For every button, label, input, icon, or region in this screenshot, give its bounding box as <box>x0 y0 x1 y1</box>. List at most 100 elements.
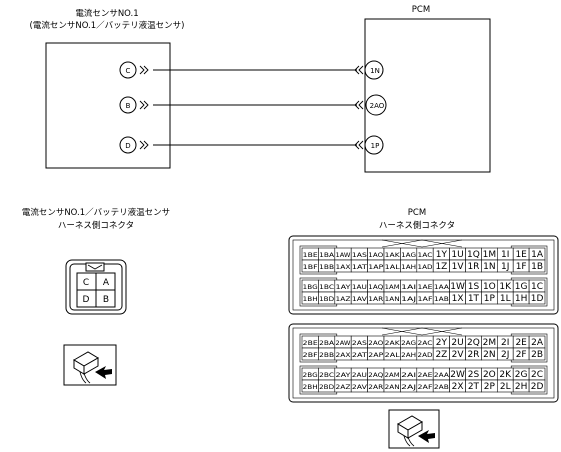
pcm-pin-label: 1AO <box>368 251 383 259</box>
pcm-pin-label: 2Z <box>435 350 447 360</box>
pcm-pin-label: 1BB <box>319 263 334 271</box>
pcm-pin-label: 2AW <box>336 339 352 347</box>
pcm-pin-label: 1AT <box>352 263 367 271</box>
pcm-pin-label: 2AJ <box>401 383 416 391</box>
pcm-pin-label: 2AP <box>368 351 383 359</box>
pcm-pin-label: 1AS <box>352 251 367 259</box>
pcm-pin-label: 1AQ <box>368 283 383 291</box>
pcm-pin-label: 1C <box>531 282 543 292</box>
pcm-pin-label: 2AA <box>434 371 450 379</box>
pcm-pin-label: 2AX <box>336 351 352 359</box>
pcm-pin-label: 1AL <box>385 263 400 271</box>
sensor-pin-c <box>119 61 137 79</box>
pcm-pin-label: 1AN <box>385 295 400 303</box>
harness-side-symbol-icon-2 <box>388 409 440 449</box>
pcm-pin-label: 2V <box>452 350 465 360</box>
pcm-pin-label: 1AK <box>385 251 401 259</box>
pcm-pin-label: 1D <box>531 294 544 304</box>
pcm-pin-label: 1BF <box>303 263 318 271</box>
sensor-subtitle: (電流センサNO.1／バッテリ液温センサ) <box>30 20 185 31</box>
pcm-pin-1n <box>364 60 384 80</box>
pcm-pin-cell <box>528 259 546 273</box>
pcm-pin-label: 2N <box>483 350 495 360</box>
pcm-pin-label: 2Q <box>467 338 480 348</box>
sensor-box <box>45 42 171 169</box>
sensor-connector-subtitle: ハーネス側コネクタ <box>58 220 134 231</box>
pcm-pin-label: 2BF <box>303 351 318 359</box>
pcm-pin-label: 1AR <box>368 295 384 303</box>
pcm-pin-label: 2AO <box>368 339 383 347</box>
pcm-pin-label: 1S <box>468 282 480 292</box>
pcm-pin-label: 2AD <box>418 351 433 359</box>
pcm-pin-label: 1V <box>452 262 465 272</box>
pcm-pin-cell <box>528 291 546 305</box>
pcm-pin-label: 2K <box>499 370 512 380</box>
pcm-pin-label: 1N <box>483 262 495 272</box>
pcm-pin-label: 1AP <box>368 263 383 271</box>
pcm-pin-label: 1AD <box>418 263 433 271</box>
pcm-pin-2ao-label: 2AO <box>370 102 385 110</box>
pcm-connector-title: PCM <box>408 208 426 218</box>
pcm-pin-label: 1Y <box>436 250 448 260</box>
pcm-pin-label: 1Q <box>467 250 480 260</box>
pcm-pin-label: 1BA <box>319 251 335 259</box>
pcm-pin-label: 2AC <box>418 339 434 347</box>
pcm-pin-label: 1L <box>500 294 511 304</box>
pcm-pin-label: 2BA <box>319 339 335 347</box>
pcm-pin-label: 1AM <box>385 283 400 291</box>
pcm-title: PCM <box>412 5 430 15</box>
pcm-pin-label: 2BC <box>319 371 335 379</box>
pcm-pin-label: 1BE <box>303 251 318 259</box>
pcm-pin-label: 1W <box>450 282 465 292</box>
pcm-pin-label: 2E <box>515 338 527 348</box>
pcm-pin-label: 2AE <box>418 371 433 379</box>
pcm-pin-label: 1BG <box>303 283 318 291</box>
sensor-pin-d-label: D <box>125 142 130 150</box>
pcm-pin-label: 2AH <box>401 351 416 359</box>
wire-b-2ao <box>139 100 364 110</box>
pcm-pin-1n-label: 1N <box>370 67 380 75</box>
pcm-pin-label: 1E <box>515 250 527 260</box>
pcm-pin-label: 2AI <box>401 371 416 379</box>
pcm-pin-label: 2R <box>467 350 479 360</box>
pcm-pin-2ao <box>365 94 387 116</box>
pcm-pin-label: 2BH <box>303 383 318 391</box>
pcm-pin-label: 2AT <box>352 351 367 359</box>
pcm-pin-label: 2BG <box>303 371 318 379</box>
pcm-pin-label: 2AL <box>385 351 400 359</box>
sensor-cell-a: A <box>103 278 110 288</box>
pcm-pin-label: 2F <box>516 350 527 360</box>
pcm-pin-label: 1I <box>501 250 509 260</box>
pcm-pin-label: 2Y <box>436 338 448 348</box>
pcm-pin-label: 1Z <box>435 262 447 272</box>
pcm-pin-label: 2AF <box>418 383 433 391</box>
pcm-pin-label: 2I <box>501 338 509 348</box>
pcm-pin-label: 2AS <box>352 339 367 347</box>
pcm-pin-label: 2AB <box>434 383 449 391</box>
sensor-connector-face <box>65 259 127 315</box>
pcm-pin-label: 1G <box>515 282 528 292</box>
pcm-pin-label: 2G <box>515 370 528 380</box>
pcm-pin-label: 1BH <box>303 295 318 303</box>
pcm-pin-1p-label: 1P <box>371 142 380 150</box>
pcm-pin-label: 1R <box>467 262 479 272</box>
pcm-pin-label: 2J <box>501 350 509 360</box>
pcm-pin-label: 1AY <box>336 283 351 291</box>
pcm-pin-label: 1AC <box>418 251 434 259</box>
wires <box>139 65 364 150</box>
pcm-pin-label: 1X <box>452 294 464 304</box>
pcm-pin-label: 2AN <box>385 383 400 391</box>
pcm-pin-label: 2B <box>531 350 543 360</box>
pcm-pin-label: 1AH <box>401 263 416 271</box>
pcm-pin-label: 2AZ <box>336 383 352 391</box>
pcm-pin-label: 2A <box>531 338 544 348</box>
pcm-pin-label: 2AK <box>385 339 401 347</box>
pcm-connector-latch-1 <box>381 239 463 248</box>
pcm-pin-label: 1AV <box>352 295 368 303</box>
pcm-pin-label: 1AG <box>401 251 416 259</box>
pcm-pin-label: 1AI <box>401 283 416 291</box>
wire-c-1n <box>139 65 364 75</box>
pcm-pin-label: 1B <box>531 262 543 272</box>
pcm-pin-label: 2P <box>484 382 496 392</box>
